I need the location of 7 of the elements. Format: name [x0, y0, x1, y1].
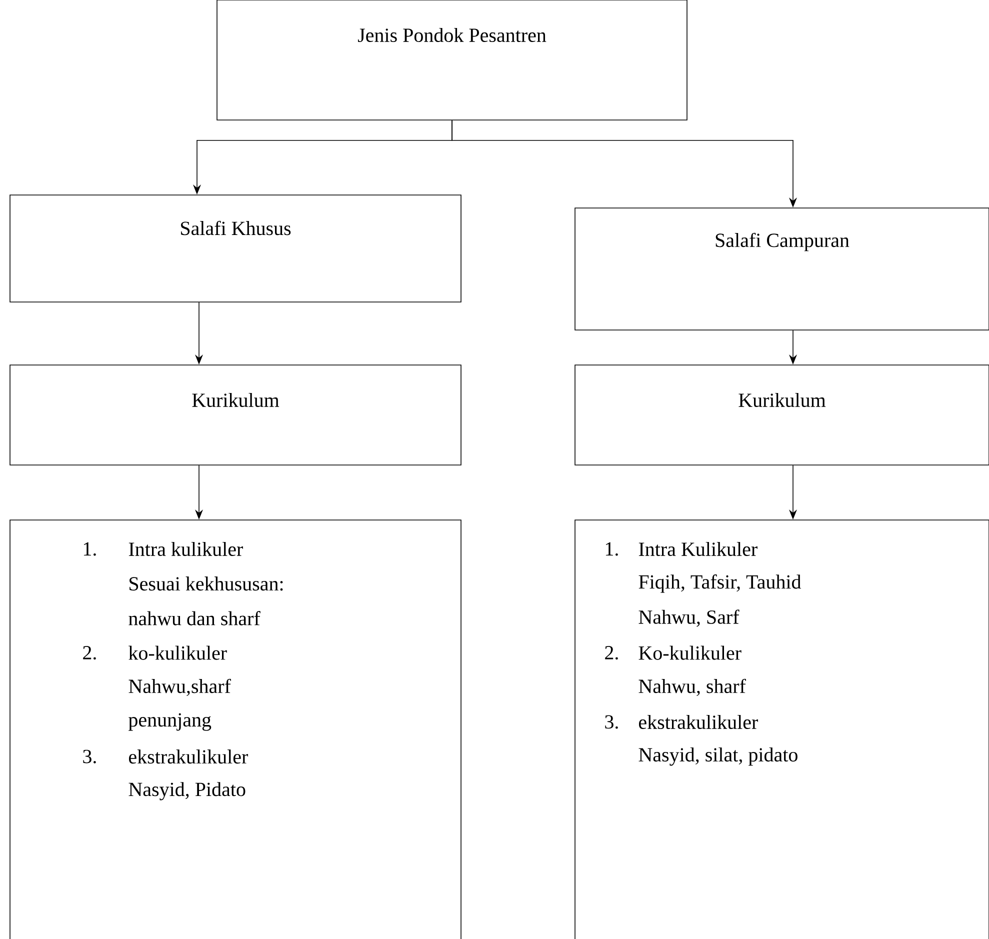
- list-box: 1. Intra Kulikuler Fiqih, Tafsir, Tauhid Nahwu, Sarf 2. Ko-kulikuler Nahwu, sharf 3. ekstrakulikuler Nasyid, silat, pidato: [574, 520, 989, 939]
- process-box: Kurikulum: [574, 364, 989, 466]
- process-box: Jenis Pondok Pesantren: [216, 0, 688, 120]
- list-box: 1. Intra kulikuler Sesuai kekhususan: nahwu dan sharf 2. ko-kulikuler Nahwu,sharf penunjang 3. ekstrakulikuler Nasyid, Pidato: [10, 520, 462, 939]
- process-box: Salafi Khusus: [10, 194, 462, 302]
- process-box: Kurikulum: [10, 364, 462, 466]
- process-box: Salafi Campuran: [574, 208, 989, 330]
